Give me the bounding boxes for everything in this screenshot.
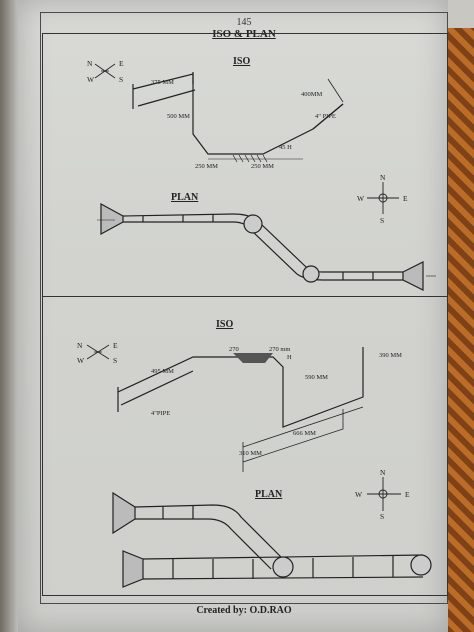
dim2-pipe: 4"PIPE bbox=[151, 410, 170, 417]
iso2-hatch bbox=[233, 353, 273, 363]
dim2-310: 310 MM bbox=[239, 450, 262, 457]
iso-heading-2: ISO bbox=[216, 319, 233, 330]
dim-45h: 45 H bbox=[279, 144, 292, 151]
page-title: ISO & PLAN bbox=[41, 28, 447, 40]
compass-w: W bbox=[87, 75, 95, 84]
compass-plan-n: N bbox=[380, 173, 386, 182]
dim-375: 375 MM bbox=[151, 79, 174, 86]
plan-heading-2: PLAN bbox=[255, 489, 283, 500]
top-drawing-svg: ISO N E W S bbox=[87, 56, 436, 291]
compass-n: N bbox=[87, 59, 93, 68]
compass2-n: N bbox=[77, 341, 83, 350]
compass-iso-2-icon bbox=[86, 344, 110, 360]
compass2-e: E bbox=[113, 341, 118, 350]
document-sheet: 145 ISO & PLAN ISO N E W S bbox=[18, 0, 448, 632]
compass2-plan-e: E bbox=[405, 490, 410, 499]
bottom-drawing-svg: ISO N E W S 49 bbox=[77, 319, 432, 588]
iso-hatch bbox=[232, 154, 268, 163]
footer-credit: Created by: O.D.RAO bbox=[196, 605, 292, 616]
compass-s: S bbox=[119, 75, 123, 84]
plan-heading: PLAN bbox=[171, 192, 199, 203]
iso-pipe-route bbox=[132, 72, 344, 160]
bottom-drawing-panel: ISO N E W S 49 bbox=[42, 296, 448, 596]
plan2-pipe bbox=[112, 491, 432, 588]
compass-plan-icon bbox=[367, 182, 399, 214]
dim-250-a: 250 MM bbox=[195, 163, 218, 170]
compass2-s: S bbox=[113, 356, 117, 365]
page-title-text: ISO & PLAN bbox=[212, 28, 276, 40]
compass2-plan-w: W bbox=[355, 490, 363, 499]
compass-plan-w: W bbox=[357, 194, 365, 203]
dim2-270-a: 270 bbox=[229, 346, 239, 353]
page-frame: 145 ISO & PLAN ISO N E W S bbox=[40, 12, 448, 616]
dim-500: 500 MM bbox=[167, 113, 190, 120]
dim2-270-b: 270 mm bbox=[269, 346, 291, 353]
dim2-h: H bbox=[287, 354, 292, 361]
compass-plan-s: S bbox=[380, 216, 384, 225]
top-drawing-panel: ISO N E W S bbox=[42, 33, 448, 297]
compass-plan-2-icon bbox=[367, 477, 401, 511]
compass-plan-e: E bbox=[403, 194, 408, 203]
dim2-666: 666 MM bbox=[293, 430, 316, 437]
photo-background-left bbox=[0, 0, 22, 632]
iso-heading: ISO bbox=[233, 56, 250, 67]
compass-e: E bbox=[119, 59, 124, 68]
compass2-plan-n: N bbox=[380, 468, 386, 477]
dim2-590: 590 MM bbox=[305, 374, 328, 381]
plan-pipe bbox=[97, 202, 436, 291]
compass2-plan-s: S bbox=[380, 512, 384, 521]
page-number: 145 bbox=[236, 17, 252, 28]
dim-400: 400MM bbox=[301, 91, 323, 98]
dim2-495: 495 MM bbox=[151, 368, 174, 375]
dim-pipe: 4" PIPE bbox=[315, 113, 336, 120]
iso2-pipe-route bbox=[117, 347, 364, 472]
dim-250-b: 250 MM bbox=[251, 163, 274, 170]
dim2-390: 390 MM bbox=[379, 352, 402, 359]
compass-iso-icon bbox=[94, 63, 116, 79]
compass2-w: W bbox=[77, 356, 85, 365]
